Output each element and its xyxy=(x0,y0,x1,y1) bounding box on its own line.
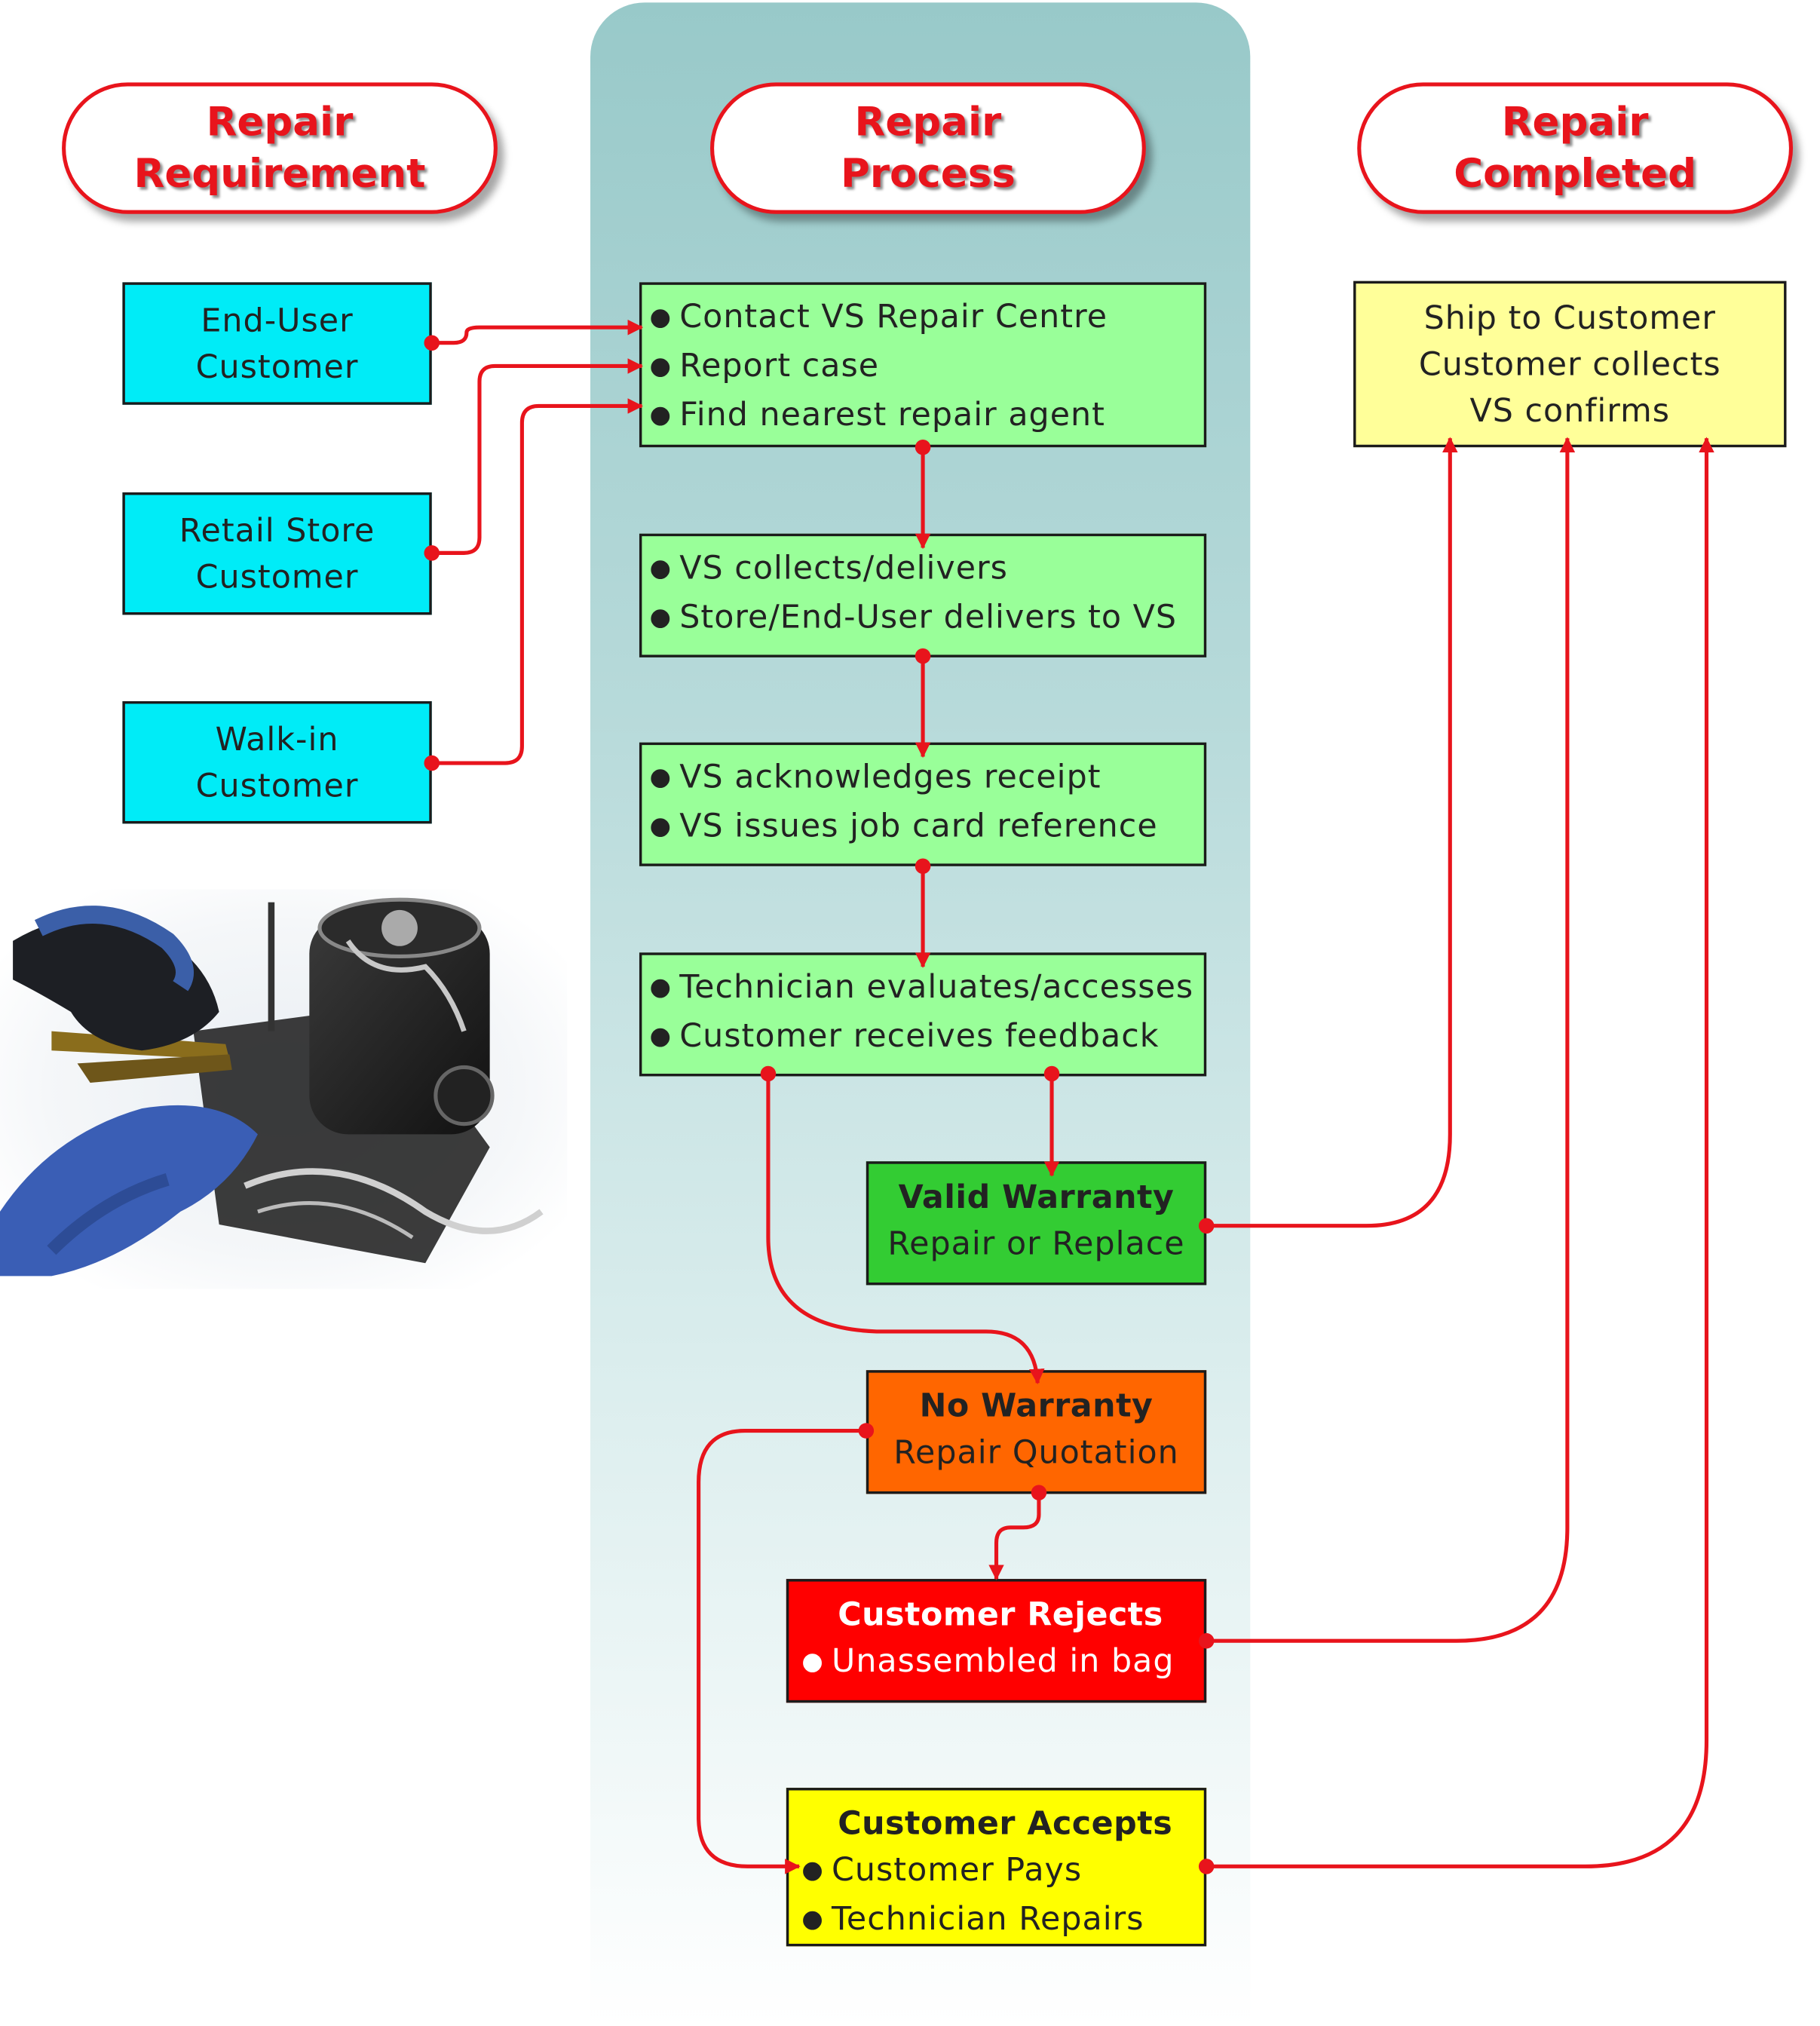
valid-warranty-title: Valid Warranty xyxy=(898,1178,1175,1216)
connector-accepts-to-completion xyxy=(1206,437,1714,1868)
retail-store-customer-box: Retail Store Customer xyxy=(122,492,432,615)
retail-store-customer-line1: Retail Store xyxy=(179,510,375,549)
connector-dot xyxy=(1043,1065,1060,1082)
connector-dot xyxy=(1031,1485,1047,1500)
header-repair-completed-label: Repair Completed xyxy=(1454,99,1697,198)
connector-dot xyxy=(915,858,931,875)
walk-in-customer-line1: Walk-in xyxy=(215,719,339,758)
header-repair-process: Repair Process xyxy=(709,82,1146,214)
connector-walk-in xyxy=(431,398,644,765)
connector-dot xyxy=(1198,1859,1215,1874)
end-user-customer-line1: End-User xyxy=(201,301,354,339)
no-warranty-subtitle: Repair Quotation xyxy=(893,1433,1179,1471)
delivery-step-box: VS collects/delivers Store/End-User deli… xyxy=(639,533,1207,657)
contact-step-box: Contact VS Repair Centre Report case Fin… xyxy=(639,282,1207,448)
connector-dot xyxy=(1198,1218,1215,1234)
completion-item: VS confirms xyxy=(1469,391,1671,430)
delivery-step-item: VS collects/delivers xyxy=(650,545,1204,594)
evaluation-step-item: Technician evaluates/accesses xyxy=(650,964,1204,1013)
connector-rejects-to-completion xyxy=(1206,437,1576,1643)
connector-dot xyxy=(424,545,440,561)
customer-rejects-title: Customer Rejects xyxy=(838,1595,1163,1633)
connector-retail-store xyxy=(431,358,644,555)
header-repair-completed: Repair Completed xyxy=(1357,82,1794,214)
end-user-customer-box: End-User Customer xyxy=(122,282,432,405)
technician-repair-photo xyxy=(0,889,568,1289)
receipt-step-item: VS acknowledges receipt xyxy=(650,754,1204,803)
customer-accepts-item: Technician Repairs xyxy=(801,1896,1203,1945)
connector-dot xyxy=(858,1423,875,1439)
connector-evaluation-to-no-warranty xyxy=(766,1074,1045,1385)
delivery-step-item: Store/End-User delivers to VS xyxy=(650,594,1204,643)
completion-item: Ship to Customer xyxy=(1423,299,1716,337)
valid-warranty-box: Valid Warranty Repair or Replace xyxy=(866,1161,1207,1286)
contact-step-item: Find nearest repair agent xyxy=(650,392,1204,441)
connector-dot xyxy=(760,1065,777,1082)
header-repair-requirement-label: Repair Requirement xyxy=(133,99,426,198)
end-user-customer-line2: Customer xyxy=(195,347,359,385)
connector-dot xyxy=(915,648,931,664)
connector-end-user xyxy=(431,319,644,345)
walk-in-customer-box: Walk-in Customer xyxy=(122,700,432,824)
connector-dot xyxy=(1198,1632,1215,1649)
customer-rejects-item: Unassembled in bag xyxy=(801,1638,1203,1687)
completion-item: Customer collects xyxy=(1418,345,1721,383)
connector-valid-to-completion xyxy=(1206,437,1458,1228)
contact-step-item: Contact VS Repair Centre xyxy=(650,294,1204,343)
customer-accepts-title: Customer Accepts xyxy=(838,1804,1173,1842)
retail-store-customer-line2: Customer xyxy=(195,557,359,595)
evaluation-step-box: Technician evaluates/accesses Customer r… xyxy=(639,952,1207,1077)
receipt-step-item: VS issues job card reference xyxy=(650,803,1204,852)
walk-in-customer-line2: Customer xyxy=(195,766,359,804)
evaluation-step-item: Customer receives feedback xyxy=(650,1013,1204,1062)
connector-no-warranty-to-accepts xyxy=(697,1428,866,1874)
customer-rejects-box: Customer Rejects Unassembled in bag xyxy=(786,1579,1207,1703)
customer-accepts-item: Customer Pays xyxy=(801,1847,1203,1896)
connector-dot xyxy=(424,755,440,771)
completion-box: Ship to Customer Customer collects VS co… xyxy=(1353,280,1787,448)
connector-no-warranty-to-rejects xyxy=(988,1492,1041,1580)
connector-dot xyxy=(424,335,440,351)
header-repair-process-label: Repair Process xyxy=(840,99,1016,198)
valid-warranty-subtitle: Repair or Replace xyxy=(887,1224,1185,1262)
no-warranty-title: No Warranty xyxy=(919,1387,1154,1424)
connector-dot xyxy=(915,439,931,455)
header-repair-requirement: Repair Requirement xyxy=(62,82,498,214)
customer-accepts-box: Customer Accepts Customer Pays Technicia… xyxy=(786,1788,1207,1947)
contact-step-item: Report case xyxy=(650,343,1204,392)
